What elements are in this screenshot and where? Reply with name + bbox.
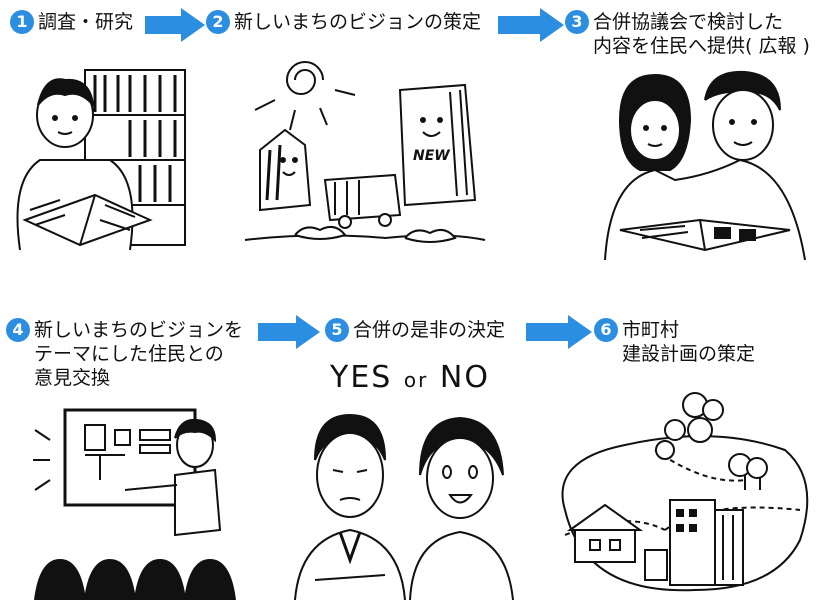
flow-arrow-3 xyxy=(258,315,320,349)
step-number-badge: 2 xyxy=(206,10,230,34)
step-label: 調査・研究 xyxy=(38,11,134,33)
or-text: or xyxy=(403,368,429,392)
step-4: 4 新しいまちのビジョンを テーマにした住民との 意見交換 xyxy=(6,318,243,390)
step-number-badge: 1 xyxy=(10,10,34,34)
step-1: 1 調査・研究 xyxy=(10,10,133,34)
no-text: NO xyxy=(439,360,490,395)
flow-arrow-1 xyxy=(145,8,205,42)
illustration-research xyxy=(16,69,186,251)
illustration-town-plan xyxy=(561,392,809,592)
step-number-badge: 4 xyxy=(6,318,30,342)
illustration-vision: NEW xyxy=(244,61,486,243)
flow-arrow-2 xyxy=(498,8,564,42)
step-number-badge: 3 xyxy=(565,10,589,34)
step-3: 3 合併協議会で検討した 内容を住民へ提供( 広報 ) xyxy=(565,10,810,58)
yes-text: YES xyxy=(330,360,393,395)
step-number-badge: 6 xyxy=(594,318,618,342)
step-label: 新しいまちのビジョンの策定 xyxy=(234,11,482,33)
step-label: 合併の是非の決定 xyxy=(353,319,506,341)
illustration-dialogue xyxy=(33,408,236,600)
illustration-public-info xyxy=(604,70,806,261)
flow-arrow-4 xyxy=(526,315,592,349)
step-6: 6 市町村 建設計画の策定 xyxy=(594,318,755,366)
step-5: 5 合併の是非の決定 xyxy=(325,318,505,342)
step-2: 2 新しいまちのビジョンの策定 xyxy=(206,10,481,34)
step-label: 市町村 建設計画の策定 xyxy=(622,319,756,365)
step-label: 合併協議会で検討した 内容を住民へ提供( 広報 ) xyxy=(593,11,810,57)
step-label: 新しいまちのビジョンを テーマにした住民との 意見交換 xyxy=(34,319,244,389)
yes-or-no-text: YES or NO xyxy=(330,360,490,395)
step-number-badge: 5 xyxy=(325,318,349,342)
illustration-decision xyxy=(294,413,514,600)
new-sign-text: NEW xyxy=(413,148,450,164)
